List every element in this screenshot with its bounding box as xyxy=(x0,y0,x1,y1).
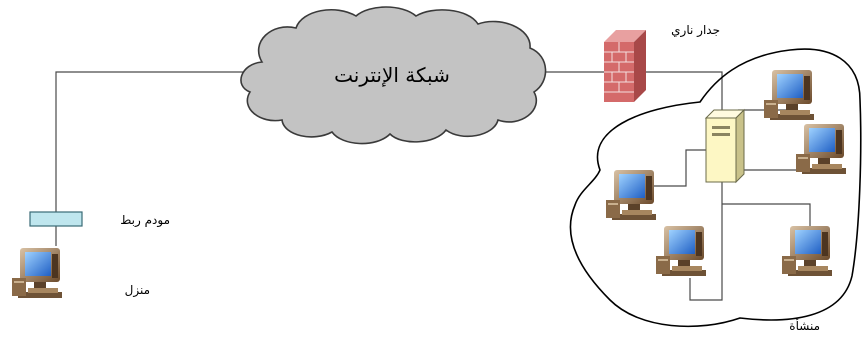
lan-to-bottom-right-line xyxy=(722,203,811,232)
firewall-icon xyxy=(604,30,646,102)
server-to-left-pc-line xyxy=(650,149,706,187)
home-label: منزل xyxy=(125,283,150,298)
org-computer-icon-left xyxy=(606,170,656,220)
home-line xyxy=(55,71,250,212)
internet-label: شبكة الإنترنت xyxy=(334,63,450,87)
org-computer-icon-bottom-center xyxy=(656,226,706,276)
internet-cloud: شبكة الإنترنت xyxy=(240,6,547,145)
modem-icon xyxy=(29,211,83,227)
organization-label: منشأة xyxy=(789,317,820,333)
organization-boundary xyxy=(569,48,862,328)
server-icon xyxy=(704,108,746,184)
org-computer-icon-right xyxy=(796,124,846,174)
home-computer-icon xyxy=(12,248,62,298)
org-computer-icon-top-right xyxy=(764,70,814,120)
lan-backbone-line xyxy=(689,182,723,301)
firewall-to-server-line xyxy=(638,71,723,118)
org-computer-icon-bottom-right xyxy=(782,226,832,276)
firewall-label: جدار ناري xyxy=(671,23,720,38)
connections xyxy=(55,71,830,301)
modem-label: مودم ربط xyxy=(120,213,170,228)
